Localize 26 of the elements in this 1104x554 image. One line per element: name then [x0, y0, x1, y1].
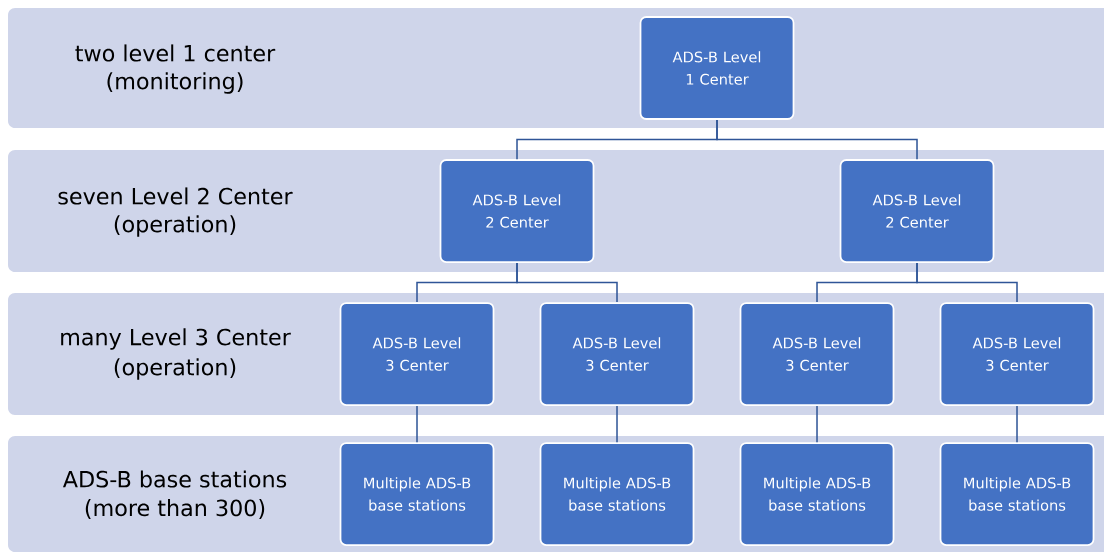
connector: [816, 405, 818, 443]
center-box: ADS-B Level 3 Center: [739, 302, 895, 406]
center-box: ADS-B Level 2 Center: [839, 159, 995, 263]
band-label: (operation): [114, 215, 236, 237]
connector: [916, 262, 1018, 303]
band-label: ADS-B base stations: [62, 470, 287, 488]
band-label: many Level 3 Center: [61, 328, 291, 350]
band-label: (monitoring): [107, 72, 243, 94]
connector: [716, 119, 918, 160]
band-label: seven Level 2 Center: [58, 187, 293, 205]
center-box: ADS-B Level 3 Center: [939, 302, 1095, 406]
center-box: Multiple ADS-B base stations: [739, 442, 895, 546]
connector: [516, 262, 618, 303]
band-label: two level 1 center: [75, 44, 276, 62]
center-box: Multiple ADS-B base stations: [539, 442, 695, 546]
connector: [416, 405, 418, 443]
band-label: (more than 300): [85, 499, 265, 519]
center-box: ADS-B Level 2 Center: [439, 159, 595, 263]
center-box: ADS-B Level 1 Center: [639, 16, 795, 120]
center-box: ADS-B Level 3 Center: [339, 302, 495, 406]
center-box: ADS-B Level 3 Center: [539, 302, 695, 406]
connector: [616, 405, 618, 443]
center-box: Multiple ADS-B base stations: [339, 442, 495, 546]
connector: [1016, 405, 1018, 443]
band-label: (operation): [114, 358, 236, 380]
center-box: Multiple ADS-B base stations: [939, 442, 1095, 546]
